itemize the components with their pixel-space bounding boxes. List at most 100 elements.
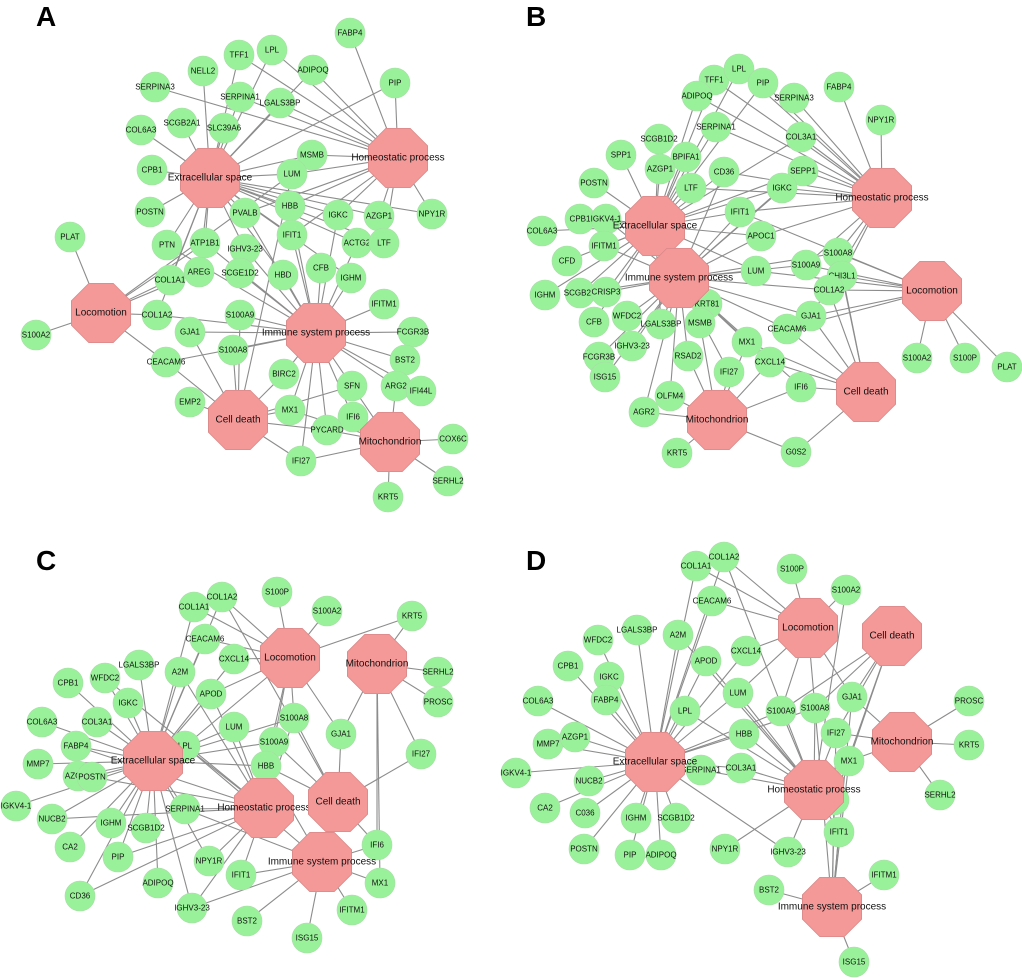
gene-node-bst2[interactable]: BST2: [753, 874, 785, 906]
gene-node-isg15[interactable]: ISG15: [589, 361, 621, 393]
gene-node-serpina3[interactable]: SERPINA3: [774, 82, 814, 114]
gene-node-msmb[interactable]: MSMB: [296, 139, 328, 171]
gene-node-scge1d2[interactable]: SCGE1D2: [221, 257, 259, 289]
gene-node-apod[interactable]: APOD: [195, 678, 227, 710]
gene-node-nell2[interactable]: NELL2: [187, 55, 219, 87]
gene-node-hbd[interactable]: HBD: [267, 259, 299, 291]
gene-node-s100a2[interactable]: S100A2: [830, 574, 862, 606]
gene-node-ifi6[interactable]: IFI6: [361, 829, 393, 861]
gene-node-wfdc2[interactable]: WFDC2: [89, 662, 121, 694]
gene-node-ltf[interactable]: LTF: [368, 227, 400, 259]
gene-node-scgb1d2[interactable]: SCGB1D2: [640, 123, 678, 155]
gene-node-lum[interactable]: LUM: [722, 677, 754, 709]
gene-node-ceacam6[interactable]: CEACAM6: [693, 585, 732, 617]
gene-node-cpb1[interactable]: CPB1: [52, 667, 84, 699]
gene-node-col1a2[interactable]: COL1A2: [709, 541, 740, 573]
gene-node-azgp1[interactable]: AZGP1: [363, 200, 395, 232]
gene-node-apoc1[interactable]: APOC1: [745, 220, 777, 252]
gene-node-serhl2[interactable]: SERHL2: [924, 779, 956, 811]
gene-node-col1a1[interactable]: COL1A1: [155, 264, 186, 296]
term-node-immune-system-process[interactable]: Immune system process: [262, 302, 370, 364]
gene-node-ltf[interactable]: LTF: [675, 172, 707, 204]
gene-node-postn[interactable]: POSTN: [76, 761, 108, 793]
term-node-homeostatic-process[interactable]: Homeostatic process: [767, 760, 861, 820]
term-node-immune-system-process[interactable]: Immune system process: [778, 877, 886, 937]
gene-node-isg15[interactable]: ISG15: [291, 922, 323, 954]
gene-node-col6a3[interactable]: COL6A3: [27, 706, 58, 738]
gene-node-adipoq[interactable]: ADIPOQ: [681, 80, 713, 112]
gene-node-cxcl14[interactable]: CXCL14: [218, 643, 250, 675]
gene-node-areg[interactable]: AREG: [183, 256, 215, 288]
gene-node-npy1r[interactable]: NPY1R: [709, 833, 741, 865]
gene-node-adipoq[interactable]: ADIPOQ: [297, 54, 329, 86]
gene-node-sfn[interactable]: SFN: [336, 370, 368, 402]
gene-node-nucb2[interactable]: NUCB2: [573, 765, 605, 797]
gene-node-s100p[interactable]: S100P: [261, 576, 293, 608]
term-node-cell-death[interactable]: Cell death: [836, 361, 896, 423]
gene-node-adipoq[interactable]: ADIPOQ: [142, 867, 174, 899]
gene-node-ifit1[interactable]: IFIT1: [225, 859, 257, 891]
gene-node-serpina1[interactable]: SERPINA1: [165, 793, 205, 825]
gene-node-lum[interactable]: LUM: [276, 158, 308, 190]
gene-node-col3a1[interactable]: COL3A1: [726, 752, 757, 784]
gene-node-c036[interactable]: C036: [569, 797, 601, 829]
gene-node-ceacam6[interactable]: CEACAM6: [768, 313, 807, 345]
gene-node-col3a1[interactable]: COL3A1: [82, 706, 113, 738]
gene-node-nucb2[interactable]: NUCB2: [36, 803, 68, 835]
gene-node-adipoq[interactable]: ADIPOQ: [645, 839, 677, 871]
term-node-mitochondrion[interactable]: Mitochondrion: [686, 389, 749, 451]
gene-node-cpb1[interactable]: CPB1: [136, 154, 168, 186]
gene-node-pycard[interactable]: PYCARD: [310, 414, 344, 446]
gene-node-col1a1[interactable]: COL1A1: [681, 550, 712, 582]
gene-node-col1a1[interactable]: COL1A1: [179, 591, 210, 623]
gene-node-cd36[interactable]: CD36: [708, 156, 740, 188]
gene-node-apod[interactable]: APOD: [690, 645, 722, 677]
gene-node-ighv3-23[interactable]: IGHV3-23: [174, 892, 210, 924]
gene-node-g0s2[interactable]: G0S2: [780, 436, 812, 468]
gene-node-serpina1[interactable]: SERPINA1: [681, 754, 721, 786]
gene-node-serpina1[interactable]: SERPINA1: [220, 81, 260, 113]
term-node-locomotion[interactable]: Locomotion: [71, 282, 132, 344]
gene-node-pip[interactable]: PIP: [747, 67, 779, 99]
gene-node-cxcl14[interactable]: CXCL14: [754, 346, 786, 378]
gene-node-crisp3[interactable]: CRISP3: [590, 276, 622, 308]
term-node-cell-death[interactable]: Cell death: [862, 606, 922, 666]
gene-node-mx1[interactable]: MX1: [364, 867, 396, 899]
gene-node-s100p[interactable]: S100P: [776, 553, 808, 585]
gene-node-fabp4[interactable]: FABP4: [334, 17, 366, 49]
gene-node-col1a2[interactable]: COL1A2: [814, 274, 845, 306]
gene-node-hbb[interactable]: HBB: [250, 750, 282, 782]
gene-node-cxcl14[interactable]: CXCL14: [730, 635, 762, 667]
gene-node-ighm[interactable]: IGHM: [529, 279, 561, 311]
gene-node-fabp4[interactable]: FABP4: [823, 71, 855, 103]
gene-node-ceacam6[interactable]: CEACAM6: [147, 346, 186, 378]
gene-node-lgals3bp[interactable]: LGALS3BP: [119, 649, 160, 681]
gene-node-npy1r[interactable]: NPY1R: [416, 198, 448, 230]
gene-node-s100a2[interactable]: S100A2: [901, 342, 933, 374]
gene-node-pip[interactable]: PIP: [102, 841, 134, 873]
gene-node-ifitm1[interactable]: IFITM1: [868, 859, 900, 891]
gene-node-gja1[interactable]: GJA1: [174, 316, 206, 348]
gene-node-ighm[interactable]: IGHM: [620, 802, 652, 834]
gene-node-krt5[interactable]: KRT5: [661, 437, 693, 469]
gene-node-ighm[interactable]: IGHM: [95, 807, 127, 839]
term-node-locomotion[interactable]: Locomotion: [778, 598, 838, 658]
gene-node-birc2[interactable]: BIRC2: [268, 358, 300, 390]
gene-node-pip[interactable]: PIP: [379, 67, 411, 99]
gene-node-ighm[interactable]: IGHM: [335, 262, 367, 294]
gene-node-s100a9[interactable]: S100A9: [790, 249, 822, 281]
gene-node-gja1[interactable]: GJA1: [795, 300, 827, 332]
gene-node-fabp4[interactable]: FABP4: [60, 730, 92, 762]
gene-node-cfd[interactable]: CFD: [551, 245, 583, 277]
gene-node-s100a8[interactable]: S100A8: [278, 702, 310, 734]
gene-node-serpina3[interactable]: SERPINA3: [135, 71, 175, 103]
gene-node-igkv4-1[interactable]: IGKV4-1: [501, 757, 532, 789]
gene-node-igkv4-1[interactable]: IGKV4-1: [1, 790, 32, 822]
gene-node-pvalb[interactable]: PVALB: [229, 197, 261, 229]
gene-node-serpina1[interactable]: SERPINA1: [696, 111, 736, 143]
gene-node-ifi44l[interactable]: IFI44L: [405, 375, 437, 407]
gene-node-ifi27[interactable]: IFI27: [285, 445, 317, 477]
gene-node-cfb[interactable]: CFB: [578, 306, 610, 338]
gene-node-s100a9[interactable]: S100A9: [765, 695, 797, 727]
term-node-mitochondrion[interactable]: Mitochondrion: [346, 634, 409, 694]
